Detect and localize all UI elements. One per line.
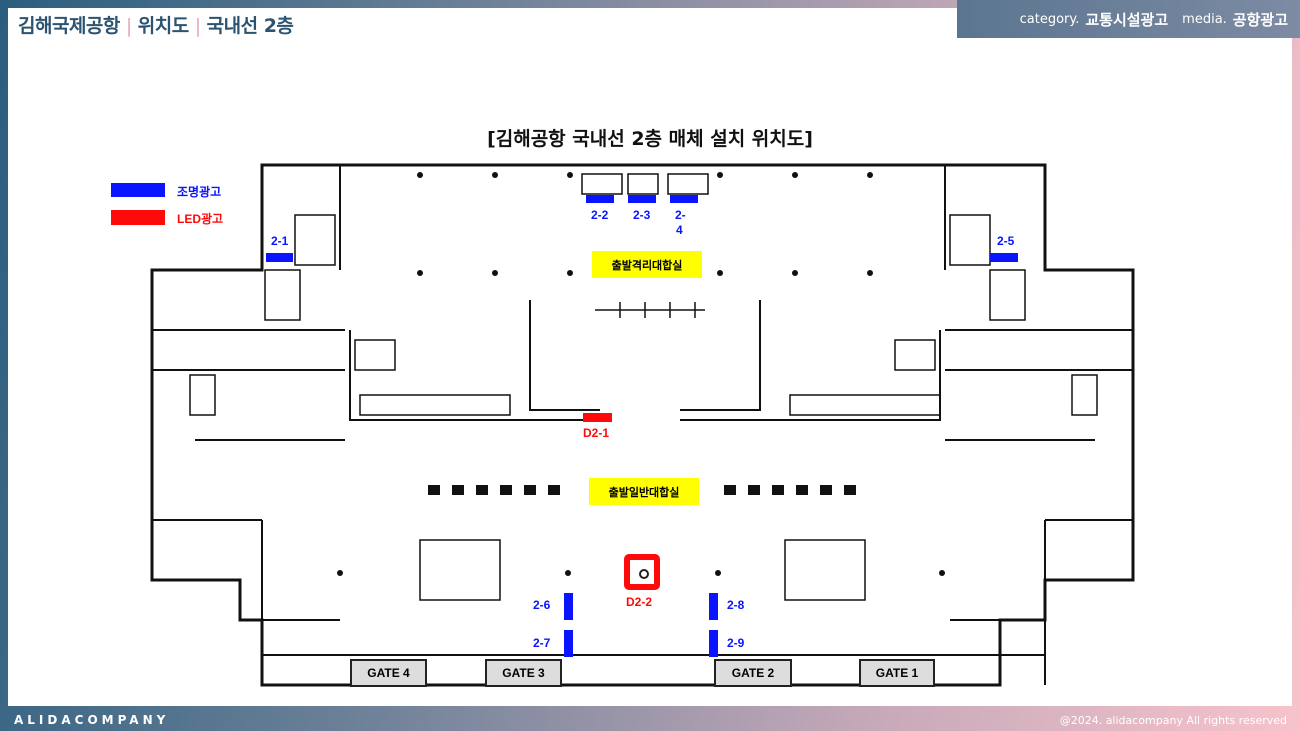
gate-2: GATE 2 (714, 659, 792, 687)
gate-3: GATE 3 (485, 659, 562, 687)
category-tab: category. 교통시설광고 media. 공항광고 (957, 0, 1300, 38)
legend-swatch-lighting (111, 183, 165, 197)
marker-label-2-5: 2-5 (997, 234, 1015, 248)
marker-label-2-2: 2-2 (591, 208, 609, 222)
category-value: 교통시설광고 (1085, 10, 1169, 29)
legend-label-lighting: 조명광고 (177, 185, 222, 199)
marker-label-2-1: 2-1 (271, 234, 289, 248)
marker-label-2-6: 2-6 (533, 598, 551, 612)
marker-label-2-8: 2-8 (727, 598, 745, 612)
title-airport: 김해국제공항 (18, 15, 120, 37)
marker-label-2-3: 2-3 (633, 208, 651, 222)
media-value: 공항광고 (1232, 10, 1288, 29)
marker-label-2-4: 2- (675, 208, 686, 222)
room-label-general-lounge: 출발일반대합실 (589, 478, 699, 505)
category-label: category. (1019, 11, 1080, 27)
marker-2-3[interactable] (628, 195, 656, 203)
columns (337, 172, 945, 576)
marker-2-2[interactable] (586, 195, 614, 203)
marker-label-2-7: 2-7 (533, 636, 551, 650)
marker-2-6[interactable] (564, 593, 573, 620)
seating (428, 485, 856, 495)
building-outline (150, 163, 1135, 687)
gate-1: GATE 1 (859, 659, 935, 687)
marker-2-1[interactable] (266, 253, 293, 262)
page-title: 김해국제공항|위치도|국내선 2층 (18, 11, 294, 38)
footer-brand: ALIDACOMPANY (14, 713, 170, 727)
marker-d2-1[interactable] (583, 413, 612, 422)
marker-2-4[interactable] (670, 195, 698, 203)
map-title: [김해공항 국내선 2층 매체 설치 위치도] (487, 128, 813, 150)
legend-swatch-led (111, 210, 165, 225)
marker-2-5[interactable] (990, 253, 1018, 262)
marker-label-2-9: 2-9 (727, 636, 745, 650)
title-separator: | (194, 15, 201, 37)
marker-d2-2[interactable] (624, 554, 660, 590)
title-section: 위치도 (137, 15, 189, 37)
marker-label-2-4-cont: 4 (676, 223, 683, 237)
title-floor: 국내선 2층 (206, 15, 294, 37)
media-label: media. (1182, 11, 1227, 27)
legend-label-led: LED광고 (177, 212, 224, 226)
gate-4: GATE 4 (350, 659, 427, 687)
marker-label-d2-2: D2-2 (626, 595, 653, 609)
marker-2-9[interactable] (709, 630, 718, 657)
marker-label-d2-1: D2-1 (583, 426, 610, 440)
room-label-secure-lounge: 출발격리대합실 (592, 251, 702, 278)
inner-walls (152, 165, 1133, 685)
marker-2-8[interactable] (709, 593, 718, 620)
marker-2-7[interactable] (564, 630, 573, 657)
title-separator: | (125, 15, 132, 37)
footer-copyright: @2024. alidacompany All rights reserved (1059, 714, 1287, 727)
